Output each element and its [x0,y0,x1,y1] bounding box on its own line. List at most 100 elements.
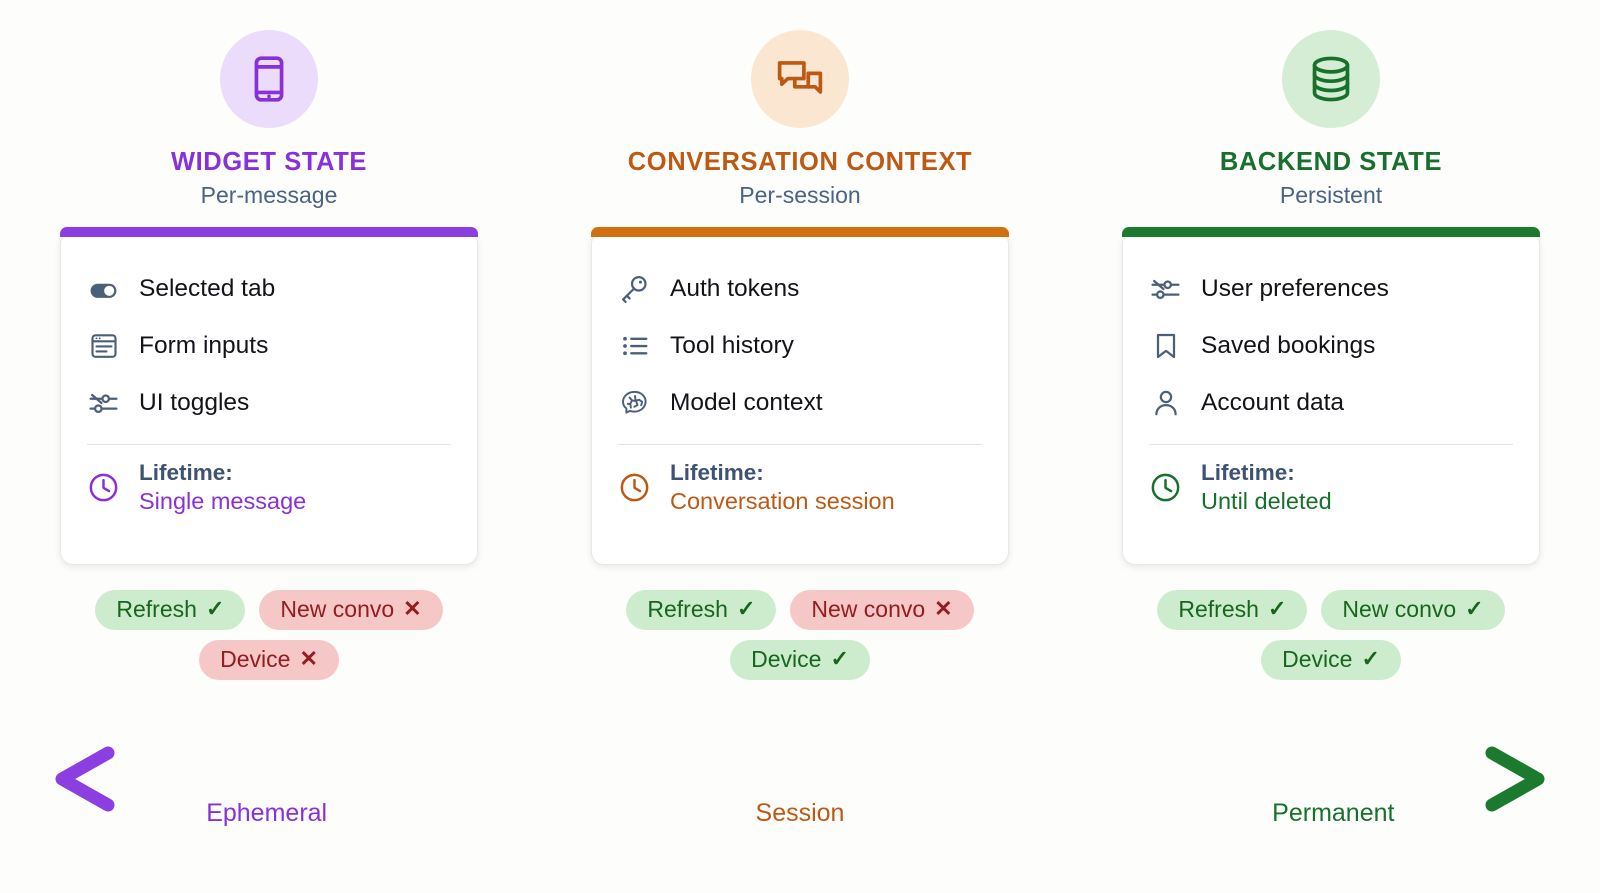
list-item-label: Model context [670,388,823,416]
badge-label: New convo [1342,595,1457,622]
lifetime-value: Until deleted [1201,487,1332,514]
cross-icon: ✕ [403,596,422,622]
timeline-label-ephemeral: Ephemeral [206,799,328,827]
list-item-label: Selected tab [139,274,276,302]
list-item: Model context [618,375,982,432]
status-badge: Device ✕ [199,639,339,680]
database-icon [1305,53,1357,105]
list-item: Saved bookings [1149,318,1513,375]
bookmark-icon [1149,330,1182,363]
list-item: Auth tokens [618,261,982,318]
status-badge: New convo ✓ [1321,589,1505,630]
backend-state-icon-circle [1282,30,1380,128]
check-icon: ✓ [736,596,756,622]
widget-state-icon-circle [220,30,318,128]
subtitle-widget-state: Per-message [200,182,338,209]
subtitle-backend-state: Persistent [1279,182,1383,209]
card-divider [87,443,451,445]
form-window-icon [87,330,120,363]
chat-bubbles-icon [774,53,826,105]
lifetime-label: Lifetime: [139,459,233,485]
badge-label: Device [751,645,822,672]
card-accent-bar [60,226,478,237]
mobile-phone-icon [243,53,295,105]
status-badge: Refresh ✓ [626,589,777,630]
subtitle-conversation-context: Per-session [739,182,861,209]
card-divider [1149,443,1513,445]
feature-list: Auth tokens [618,261,982,432]
lifetime-block: Lifetime: Single message [87,459,451,517]
status-badge: Device ✓ [1261,639,1401,680]
lifetime-value: Conversation session [670,487,895,514]
lifetime-value: Single message [139,487,307,514]
list-item: User preferences [1149,261,1513,318]
status-badge: Refresh ✓ [1157,589,1308,630]
list-item-label: Tool history [670,331,794,359]
timeline-labels: Ephemeral Session Permanent [0,799,1600,828]
lifetime-block: Lifetime: Until deleted [1149,459,1513,517]
card-divider [618,443,982,445]
page-title-widget-state: WIDGET STATE [170,148,368,176]
list-item-label: User preferences [1201,274,1389,302]
list-item: Tool history [618,318,982,375]
badge-label: Refresh [1178,595,1259,622]
sliders-icon [87,387,120,420]
list-item: Account data [1149,375,1513,432]
check-icon: ✓ [205,596,225,622]
timeline-label-permanent: Permanent [1272,799,1395,827]
page-title-backend-state: BACKEND STATE [1219,148,1443,176]
check-icon: ✓ [1361,646,1380,672]
card-widget-state: Selected tab [60,226,478,565]
check-icon: ✓ [830,646,849,672]
list-item-label: UI toggles [139,388,250,416]
check-icon: ✓ [1465,596,1484,622]
sliders-icon [1149,273,1182,306]
status-badge: New convo ✕ [259,589,443,630]
badge-label: Device [220,645,291,672]
left-arrow-head [55,746,115,812]
state-columns: WIDGET STATE Per-message Selected tab [55,30,1545,730]
column-conversation-context: CONVERSATION CONTEXT Per-session [586,30,1014,730]
column-backend-state: BACKEND STATE Persistent [1117,30,1545,730]
key-icon [618,273,651,306]
list-item: Selected tab [87,261,451,318]
status-badge: New convo ✕ [790,589,974,630]
lifetime-timeline: Ephemeral Session Permanent [0,745,1600,885]
timeline-arrow [55,746,1545,812]
list-item: UI toggles [87,375,451,432]
list-item-label: Saved bookings [1201,331,1376,359]
badge-label: Refresh [647,595,728,622]
list-item-label: Account data [1201,388,1345,416]
feature-list: User preferences Saved bookings [1149,261,1513,432]
badge-label: New convo [280,595,395,622]
badge-group-widget-state: Refresh ✓ New convo ✕ Device ✕ [49,589,489,680]
cross-icon: ✕ [934,596,953,622]
card-backend-state: User preferences Saved bookings [1122,226,1540,565]
badge-group-conversation-context: Refresh ✓ New convo ✕ Device ✓ [580,589,1020,680]
clock-icon [87,471,120,504]
timeline-label-session: Session [755,799,845,827]
list-icon [618,330,651,363]
feature-list: Selected tab [87,261,451,432]
lifetime-label: Lifetime: [670,459,764,485]
list-item-label: Form inputs [139,331,269,359]
card-accent-bar [1122,226,1540,237]
column-widget-state: WIDGET STATE Per-message Selected tab [55,30,483,730]
person-icon [1149,387,1182,420]
clock-icon [1149,471,1182,504]
page-title-conversation-context: CONVERSATION CONTEXT [627,148,973,176]
clock-icon [618,471,651,504]
status-badge: Device ✓ [730,639,870,680]
lifetime-block: Lifetime: Conversation session [618,459,982,517]
card-conversation-context: Auth tokens [591,226,1009,565]
right-arrow-head [1485,746,1545,812]
badge-group-backend-state: Refresh ✓ New convo ✓ Device ✓ [1111,589,1551,680]
status-badge: Refresh ✓ [95,589,246,630]
cross-icon: ✕ [299,646,318,672]
badge-label: Device [1282,645,1353,672]
badge-label: Refresh [116,595,197,622]
conversation-context-icon-circle [751,30,849,128]
toggle-switch-icon [87,273,120,306]
card-accent-bar [591,226,1009,237]
